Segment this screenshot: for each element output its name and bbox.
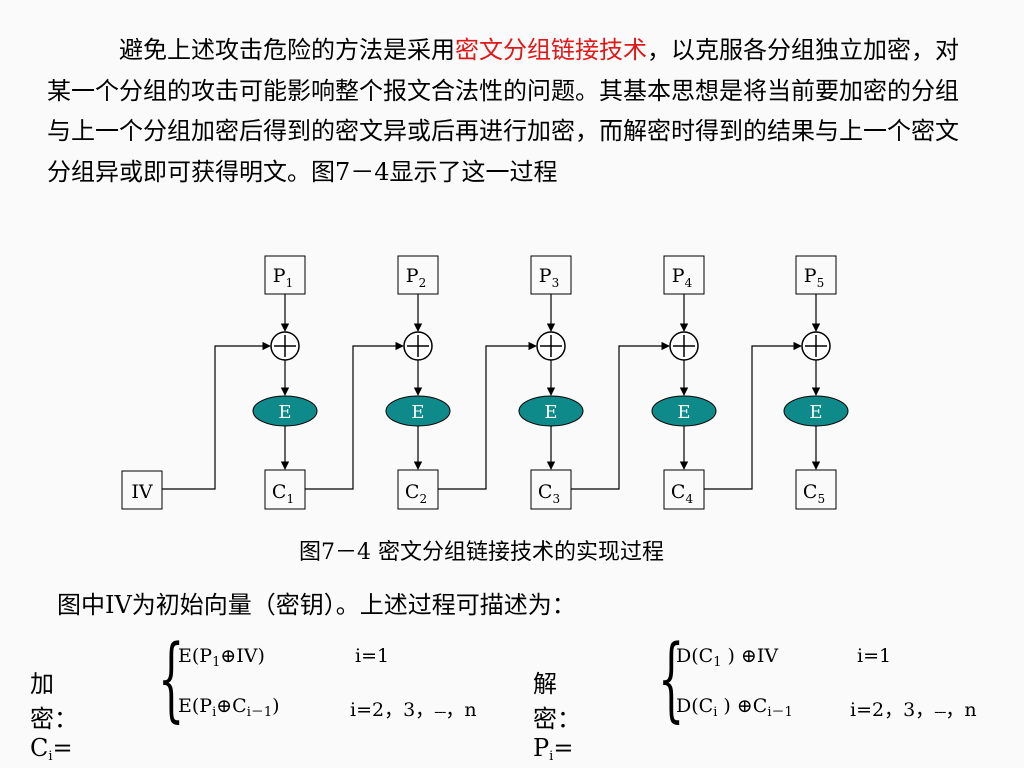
figure-caption: 图7－4 密文分组链接技术的实现过程 (299, 540, 664, 565)
intro-paragraph: 避免上述攻击危险的方法是采用密文分组链接技术，以克服各分组独立加密，对某一个分组… (47, 30, 977, 192)
decrypt-case1: D(C1 ) ⊕IV (676, 645, 778, 670)
feedback-arrow (704, 341, 802, 490)
encrypt-case1-a: E(P (178, 645, 213, 667)
encrypt-case2-cond: i=2，3，---，n (350, 695, 477, 722)
encrypt-brace: { (158, 625, 185, 732)
decrypt-case1-sub: 1 (713, 655, 722, 670)
intro-part1: 避免上述攻击危险的方法是采用 (119, 36, 455, 64)
encrypt-label: E (677, 402, 690, 423)
encrypt-label: E (278, 402, 291, 423)
decrypt-case2-cond: i=2，3，---，n (850, 695, 977, 722)
ciphertext-label: C3 (538, 481, 560, 506)
decrypt-case2-dots: --- (934, 704, 946, 720)
ciphertext-label: C4 (671, 481, 694, 506)
intro-highlight: 密文分组链接技术 (455, 36, 647, 64)
encrypt-case2-c: ) (272, 695, 280, 717)
decrypt-label: 解密：Pi= (533, 664, 581, 764)
cbc-diagram: IV P1E C1 P2E C2 P3E C3 P4E C4 P5E C5 (121, 255, 849, 510)
ciphertext-box (795, 469, 837, 510)
encrypt-case2-cond-b: ，n (445, 699, 477, 721)
decrypt-case2-a: D(C (676, 695, 714, 717)
decrypt-case2-b: ) ⊕C (717, 695, 768, 717)
encrypt-label: E (544, 402, 557, 423)
iv-note: 图中IV为初始向量（密钥）。上述过程可描述为： (57, 591, 576, 619)
encrypt-label-text: 加密： (30, 670, 78, 733)
encrypt-case2-sub2: i－1 (246, 705, 273, 720)
decrypt-label-text: 解密： (533, 670, 581, 733)
ciphertext-label: C1 (272, 481, 294, 506)
encrypt-case1-cond: i=1 (355, 645, 390, 667)
ciphertext-label: C5 (803, 481, 825, 506)
decrypt-eq: = (553, 734, 574, 762)
iv-box (121, 470, 163, 510)
encrypt-case2-a: E(P (178, 695, 213, 717)
encrypt-lhs-letter: C (30, 734, 49, 762)
decrypt-case2: D(Ci ) ⊕Ci－1 (676, 695, 793, 720)
decrypt-brace: { (658, 625, 685, 732)
encrypt-case2: E(Pi⊕Ci－1) (178, 695, 280, 720)
feedback-arrow (162, 341, 271, 490)
encrypt-label: E (411, 402, 424, 423)
encrypt-eq: = (52, 734, 73, 762)
plaintext-label: P1 (273, 265, 293, 290)
decrypt-lhs-sub: i (549, 749, 554, 764)
encrypt-case1: E(P1⊕IV) (178, 645, 265, 670)
decrypt-case2-sub1: i (713, 705, 718, 720)
plaintext-label: P2 (406, 265, 426, 290)
intro-part2: ，以克服各分组独立加密，对某一个分组的攻击可能影响整个报文合法性的问题。其基本思… (47, 36, 959, 186)
plaintext-label: P5 (804, 265, 824, 290)
decrypt-case1-a: D(C (676, 645, 714, 667)
ciphertext-label: C2 (405, 481, 427, 506)
plaintext-label: P4 (672, 265, 693, 290)
encrypt-case1-sub: 1 (212, 655, 221, 670)
feedback-arrow (438, 341, 537, 490)
encrypt-lhs-sub: i (48, 749, 53, 764)
encrypt-case2-cond-a: i=2，3， (350, 699, 435, 721)
encrypt-label: E (809, 402, 822, 423)
decrypt-lhs-letter: P (533, 734, 550, 762)
encrypt-case2-sub1: i (212, 705, 217, 720)
decrypt-case1-cond: i=1 (857, 645, 892, 667)
feedback-arrow (571, 341, 670, 490)
plaintext-label: P3 (539, 265, 559, 290)
decrypt-case2-cond-b: ，n (945, 699, 977, 721)
decrypt-case2-cond-a: i=2，3， (850, 699, 935, 721)
iv-label: IV (131, 481, 153, 503)
decrypt-case1-b: ) ⊕IV (721, 645, 779, 667)
encrypt-case2-dots: --- (434, 704, 446, 720)
encrypt-label: 加密：Ci= (30, 664, 78, 764)
encrypt-case2-b: ⊕C (216, 695, 247, 717)
encrypt-case1-b: ⊕IV) (220, 645, 265, 667)
decrypt-case2-sub2: i－1 (767, 705, 793, 720)
feedback-arrow (305, 341, 404, 490)
